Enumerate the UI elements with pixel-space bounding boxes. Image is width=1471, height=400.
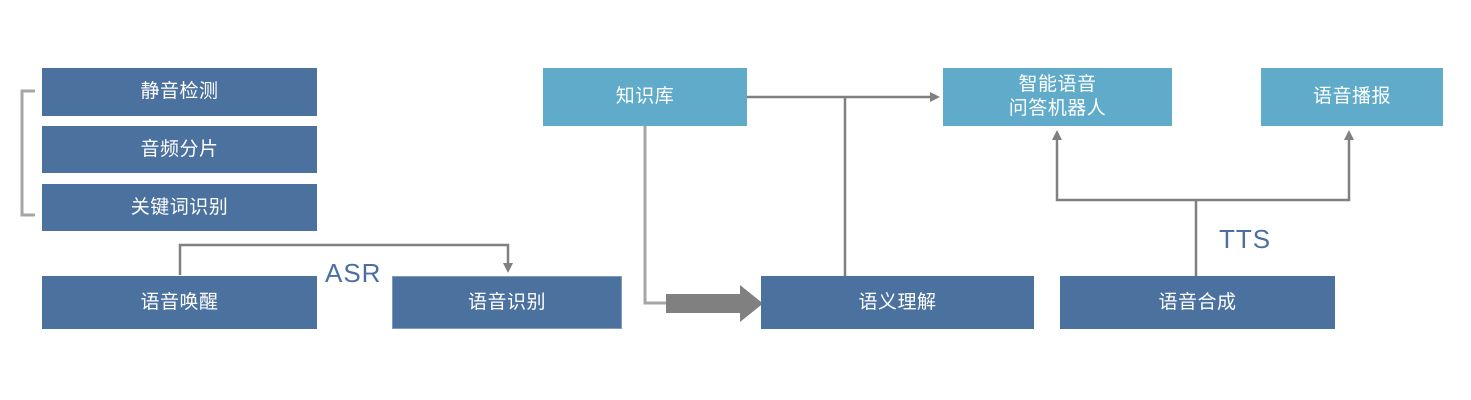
edge-tts-to-robot [1052,130,1196,202]
node-label: 语音识别 [467,291,546,313]
node-qa-robot[interactable]: 智能语音 问答机器人 [943,68,1172,126]
node-semantic-understanding[interactable]: 语义理解 [761,276,1034,329]
thick-arrow-to-semantic [666,285,763,322]
node-label: 静音检测 [140,81,219,103]
node-label: 语音唤醒 [140,291,219,313]
node-label: 音频分片 [140,138,219,160]
node-label: 智能语音 问答机器人 [1008,74,1107,119]
node-label: 关键词识别 [130,196,229,218]
edge-kb-down [643,126,668,305]
node-speech-recognition[interactable]: 语音识别 [392,276,622,329]
node-knowledge-base[interactable]: 知识库 [543,68,747,126]
node-silence-detect[interactable]: 静音检测 [42,68,317,116]
node-keyword-spotting[interactable]: 关键词识别 [42,184,317,231]
node-label: 知识库 [615,86,675,108]
node-label: 语音播报 [1312,86,1391,108]
node-voice-wakeup[interactable]: 语音唤醒 [42,276,317,329]
edge-tts-to-broadcast [1196,130,1354,202]
group-bracket [20,89,35,217]
node-label: 语义理解 [858,291,937,313]
node-speech-synthesis[interactable]: 语音合成 [1060,276,1335,329]
edge-label-tts: TTS [1219,224,1272,254]
node-label: 语音合成 [1158,291,1237,313]
edge-label-asr: ASR [325,258,382,288]
node-audio-slice[interactable]: 音频分片 [42,126,317,173]
node-voice-broadcast[interactable]: 语音播报 [1261,68,1443,126]
